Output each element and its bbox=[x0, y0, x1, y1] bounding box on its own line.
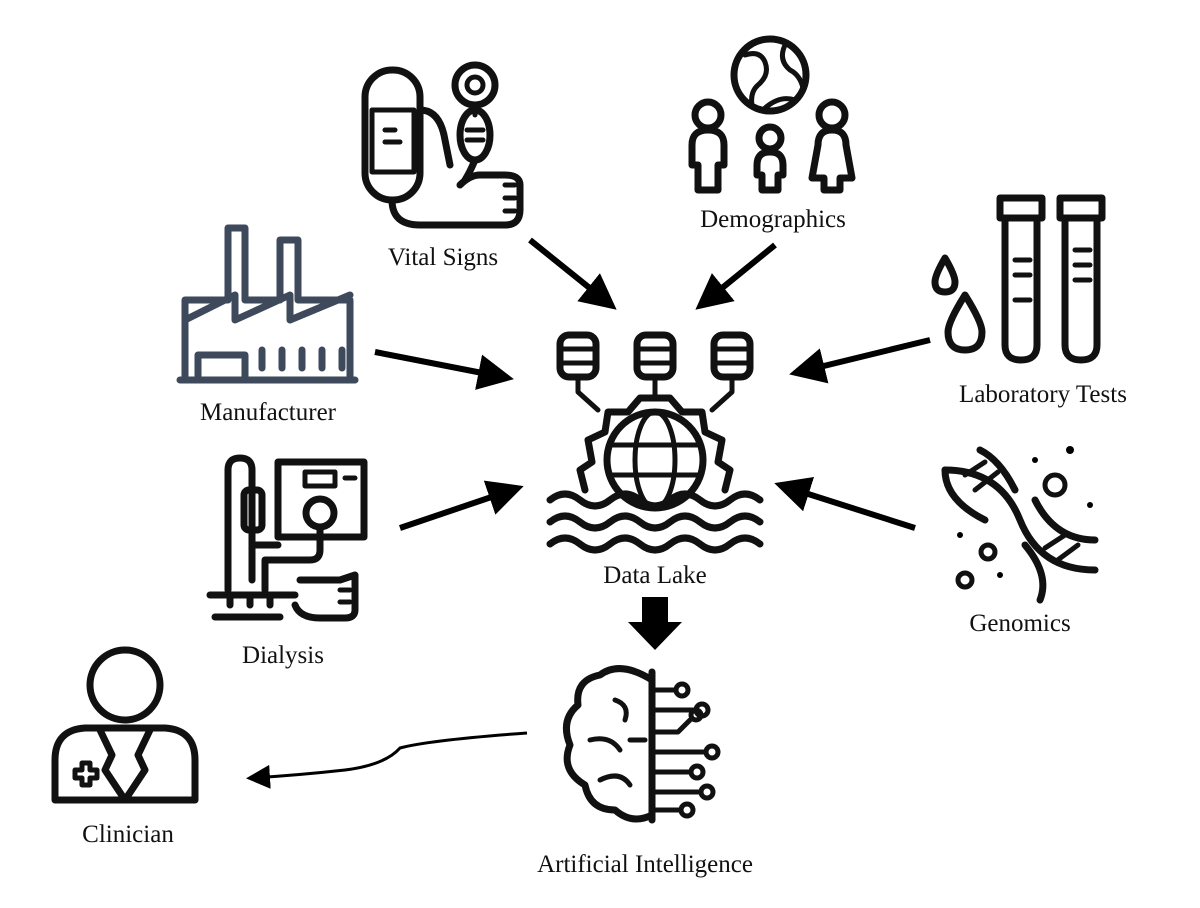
factory-icon bbox=[176, 224, 359, 384]
data-lake-label: Data Lake bbox=[603, 562, 706, 589]
demographics-label: Demographics bbox=[700, 206, 846, 233]
population-globe-icon bbox=[688, 35, 856, 194]
vital-signs-label: Vital Signs bbox=[388, 244, 498, 271]
laboratory-tests-label: Laboratory Tests bbox=[959, 381, 1127, 408]
genomics-label: Genomics bbox=[969, 610, 1070, 637]
clinician-label: Clinician bbox=[82, 821, 174, 848]
dialysis-label: Dialysis bbox=[242, 642, 324, 669]
manufacturer-label: Manufacturer bbox=[200, 399, 337, 426]
artificial-intelligence-label: Artificial Intelligence bbox=[537, 851, 753, 878]
arrow-dialysis bbox=[399, 480, 524, 531]
data-lake-icon bbox=[546, 331, 764, 554]
arrow-genomics bbox=[774, 476, 916, 531]
dna-helix-icon bbox=[941, 446, 1099, 604]
arrow-data-lake-to-ai bbox=[628, 597, 682, 650]
arrows bbox=[246, 237, 931, 789]
arrow-demographics bbox=[695, 242, 777, 310]
test-tubes-icon bbox=[931, 194, 1106, 364]
doctor-icon bbox=[51, 646, 199, 804]
dialysis-machine-icon bbox=[206, 454, 368, 622]
blood-pressure-monitor-icon bbox=[361, 61, 524, 229]
arrow-manufacturer bbox=[374, 349, 514, 390]
arrow-vital-signs bbox=[528, 237, 617, 310]
arrow-laboratory-tests bbox=[789, 337, 931, 384]
arrow-ai-to-clinician bbox=[246, 731, 528, 789]
ai-brain-icon bbox=[562, 665, 721, 824]
